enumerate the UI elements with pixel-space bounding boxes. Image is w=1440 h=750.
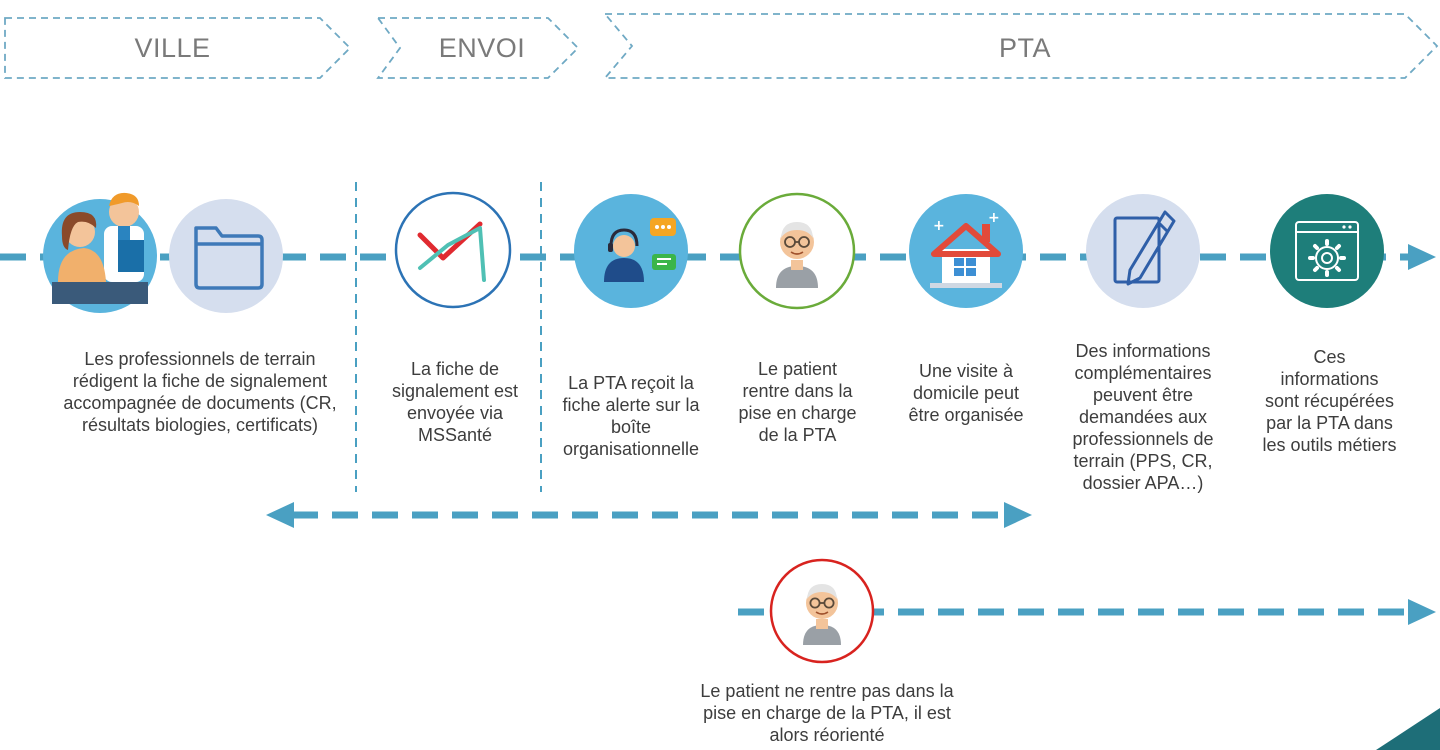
mssante-icon (394, 191, 512, 309)
feedback-arrowhead-right (1004, 502, 1032, 528)
svg-text:+: + (988, 210, 1000, 226)
patient-reoriented-icon (769, 558, 875, 664)
business-tools-icon (1270, 194, 1384, 308)
folder-icon (169, 199, 283, 313)
step-caption-retrieval: Ces informations sont récupérées par la … (1262, 347, 1397, 455)
phase-banner-ville (4, 17, 352, 79)
main-flow-arrowhead (1408, 244, 1436, 270)
svg-text:+: + (933, 218, 945, 234)
operator-icon (574, 194, 688, 308)
phase-label-envoi: ENVOI (438, 33, 526, 63)
corner-decoration (1376, 708, 1440, 750)
step-caption-admission: Le patient rentre dans la pise en charge… (738, 359, 857, 445)
step-caption-reoriented: Le patient ne rentre pas dans la pise en… (700, 681, 954, 745)
step-caption-reception: La PTA reçoit la fiche alerte sur la boî… (562, 373, 700, 459)
step-caption-home-visit: Une visite à domicile peut être organisé… (908, 361, 1024, 425)
house-icon: + + (909, 194, 1023, 308)
phase-label-pta: PTA (998, 33, 1051, 63)
patient-admitted-icon (738, 192, 856, 310)
phase-label-ville: VILLE (134, 33, 211, 63)
reorientation-arrowhead (1408, 599, 1436, 625)
step-caption-more-info: Des informations complémentaires peuvent… (1072, 341, 1214, 493)
document-pen-icon (1086, 194, 1200, 308)
phase-banner-envoi (376, 17, 580, 79)
phase-banner-pta (603, 13, 1439, 79)
step-caption-professionals: Les professionnels de terrain rédigent l… (63, 349, 337, 435)
professionals-icon (43, 192, 157, 313)
feedback-arrowhead-left (266, 502, 294, 528)
step-caption-sending: La fiche de signalement est envoyée via … (391, 359, 519, 445)
